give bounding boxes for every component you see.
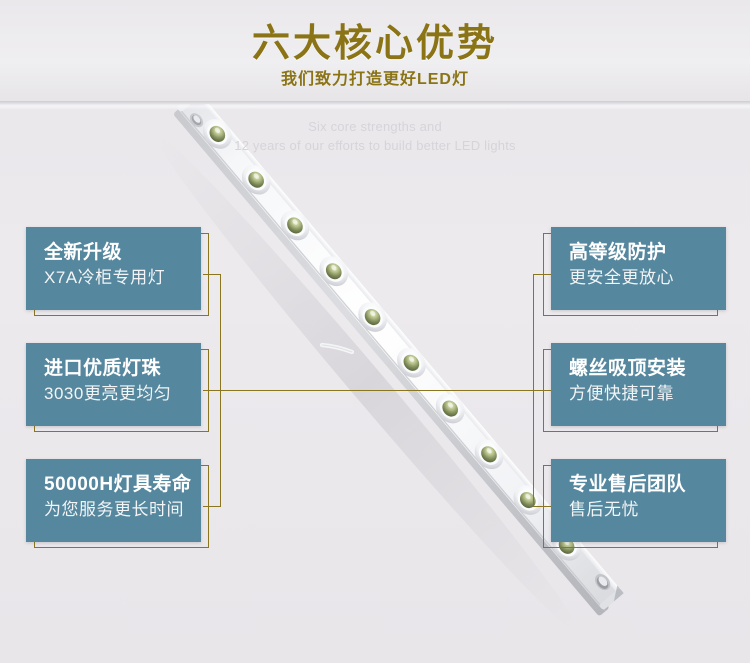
feature-subtitle: 售后无忧	[569, 500, 639, 519]
left-connector-trunk	[220, 390, 405, 391]
english-tagline: Six core strengths and 12 years of our e…	[0, 117, 750, 155]
header-banner: 六大核心优势 我们致力打造更好LED灯	[0, 0, 750, 104]
header-divider	[0, 101, 750, 110]
feature-title: 50000H灯具寿命	[44, 474, 192, 495]
feature-title: 专业售后团队	[569, 474, 687, 495]
left-connector-spine	[220, 274, 221, 507]
feature-title: 高等级防护	[569, 242, 667, 263]
feature-card-panel: 进口优质灯珠 3030更亮更均匀	[26, 343, 201, 426]
feature-card-panel: 螺丝吸顶安装 方便快捷可靠	[551, 343, 726, 426]
feature-card-right-1[interactable]: 高等级防护 更安全更放心	[543, 227, 726, 316]
feature-subtitle: 3030更亮更均匀	[44, 384, 172, 403]
right-connector-spine	[533, 274, 534, 507]
feature-title: 螺丝吸顶安装	[569, 358, 687, 379]
feature-subtitle: 为您服务更长时间	[44, 500, 184, 519]
feature-card-right-2[interactable]: 螺丝吸顶安装 方便快捷可靠	[543, 343, 726, 432]
feature-subtitle: X7A冷柜专用灯	[44, 268, 166, 287]
feature-card-left-2[interactable]: 进口优质灯珠 3030更亮更均匀	[26, 343, 209, 432]
page-title: 六大核心优势	[251, 23, 498, 65]
english-tagline-line2: 12 years of our efforts to build better …	[234, 138, 516, 153]
feature-subtitle: 方便快捷可靠	[569, 384, 674, 403]
feature-card-panel: 专业售后团队 售后无忧	[551, 459, 726, 542]
page-subtitle: 我们致力打造更好LED灯	[280, 71, 469, 88]
right-connector-trunk	[350, 390, 534, 391]
feature-card-right-3[interactable]: 专业售后团队 售后无忧	[543, 459, 726, 548]
feature-title: 进口优质灯珠	[44, 358, 162, 379]
english-tagline-line1: Six core strengths and	[308, 119, 442, 134]
feature-card-left-3[interactable]: 50000H灯具寿命 为您服务更长时间	[26, 459, 209, 548]
feature-card-panel: 全新升级 X7A冷柜专用灯	[26, 227, 201, 310]
feature-card-panel: 50000H灯具寿命 为您服务更长时间	[26, 459, 201, 542]
feature-title: 全新升级	[44, 242, 123, 263]
feature-card-left-1[interactable]: 全新升级 X7A冷柜专用灯	[26, 227, 209, 316]
feature-subtitle: 更安全更放心	[569, 268, 674, 287]
feature-card-panel: 高等级防护 更安全更放心	[551, 227, 726, 310]
